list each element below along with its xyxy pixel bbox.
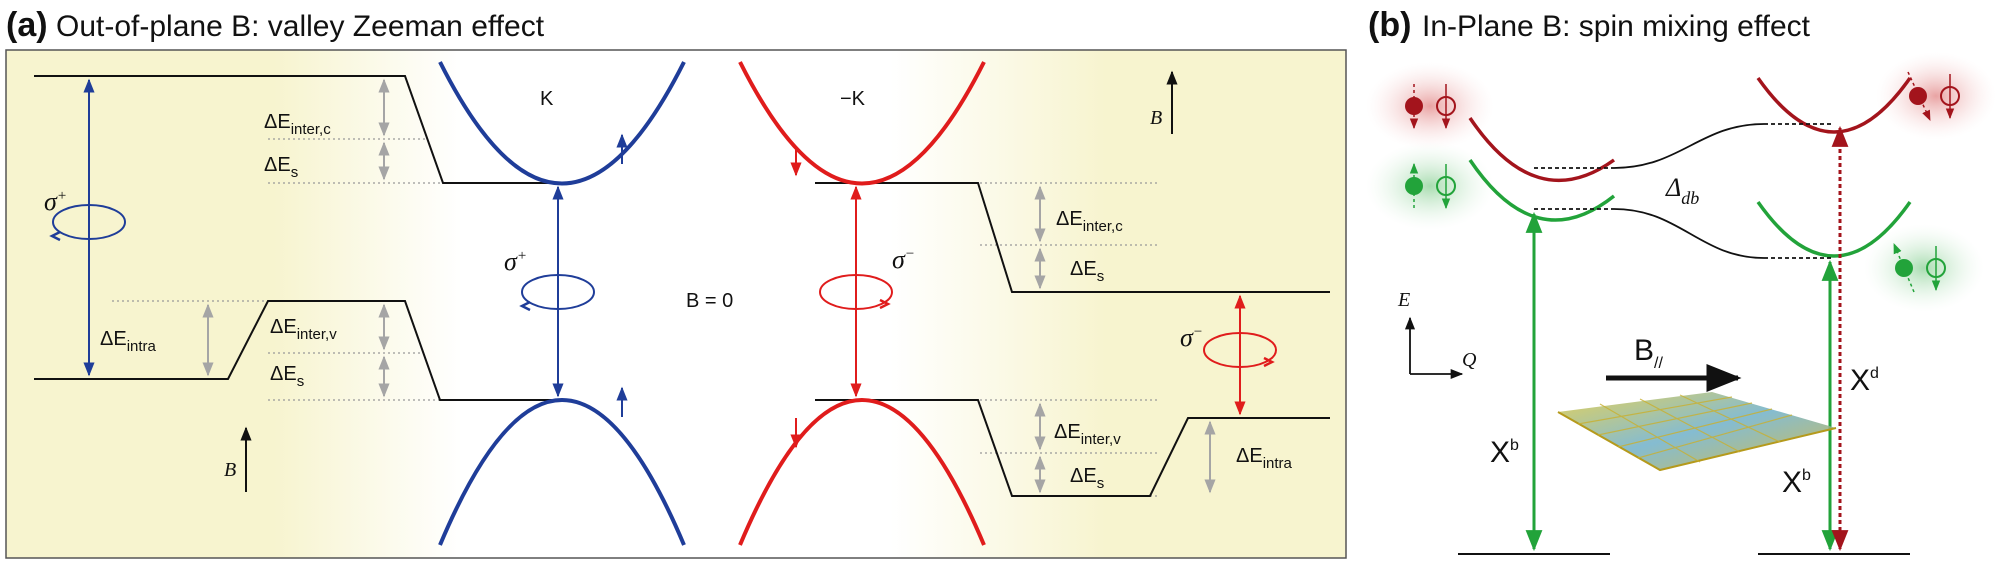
valley-neg-k-label: −K xyxy=(840,88,866,110)
bright-state-glow-left xyxy=(1366,142,1494,230)
panel-a-tag: (a) xyxy=(6,6,48,44)
dark-band-left xyxy=(1468,117,1616,183)
dark-exciton-label-right: Xd xyxy=(1850,364,1879,397)
neg-k-valence-band xyxy=(738,398,986,546)
b-field-label-right: B xyxy=(1150,107,1162,129)
bright-exciton-label-right: Xb xyxy=(1782,466,1811,499)
label-delta-e-inter-c-left: ΔEinter,c xyxy=(264,111,331,138)
spin-pair-icon-dark-right xyxy=(1907,71,1960,121)
delta-db-label: Δdb xyxy=(1665,173,1699,208)
panel-b-title: In-Plane B: spin mixing effect xyxy=(1422,10,1811,43)
dark-state-glow-left xyxy=(1366,62,1494,150)
spin-pair-icon-bright-right xyxy=(1893,243,1946,293)
circular-polarization-icon-left xyxy=(49,204,126,242)
level-connectors xyxy=(1534,123,1834,259)
circular-polarization-icon-right xyxy=(1203,332,1277,368)
band-edges xyxy=(34,75,1330,497)
b-field-label-left: B xyxy=(224,459,236,481)
label-delta-e-s-left-cb: ΔEs xyxy=(264,154,298,181)
label-delta-e-s-right-cb: ΔEs xyxy=(1070,258,1104,285)
label-delta-e-s-left-vb: ΔEs xyxy=(270,363,304,390)
k-valence-band xyxy=(438,398,686,546)
label-delta-e-s-right-vb: ΔEs xyxy=(1070,465,1104,492)
sigma-plus-left: σ+ xyxy=(44,187,67,216)
label-delta-e-intra-left: ΔEintra xyxy=(100,328,157,355)
panel-b: (b) In-Plane B: spin mixing effect xyxy=(1366,6,1996,555)
gray-splitting-arrows xyxy=(202,78,1216,494)
panel-a-background xyxy=(5,49,1347,559)
circular-polarization-icon-negk xyxy=(819,274,893,310)
in-plane-field-label: B// xyxy=(1634,334,1663,372)
label-delta-e-inter-v-right: ΔEinter,v xyxy=(1054,421,1121,448)
energy-axis-label: E xyxy=(1397,289,1410,311)
bright-exciton-label-left: Xb xyxy=(1490,436,1519,469)
circular-polarization-icon-k xyxy=(519,274,595,312)
spin-pair-icon-dark-left xyxy=(1405,84,1456,130)
panel-a-title: Out-of-plane B: valley Zeeman effect xyxy=(56,10,545,43)
label-delta-e-intra-right: ΔEintra xyxy=(1236,445,1293,472)
sigma-plus-k: σ+ xyxy=(504,247,527,276)
sigma-minus-right: σ− xyxy=(1180,323,1203,352)
label-delta-e-inter-c-right: ΔEinter,c xyxy=(1056,208,1123,235)
k-conduction-band xyxy=(438,61,686,186)
neg-k-conduction-band xyxy=(738,61,986,186)
monolayer-crystal-image xyxy=(1557,392,1837,472)
bright-state-glow-right xyxy=(1864,224,1984,312)
spin-pair-icon-bright-left xyxy=(1405,162,1456,210)
zero-field-label: B = 0 xyxy=(686,290,733,312)
dark-state-glow-right xyxy=(1876,52,1996,140)
sigma-minus-negk: σ− xyxy=(892,245,915,274)
panel-b-tag: (b) xyxy=(1368,6,1411,44)
panel-a: (a) Out-of-plane B: valley Zeeman effect xyxy=(5,6,1347,559)
label-delta-e-inter-v-left: ΔEinter,v xyxy=(270,316,337,343)
valley-k-label: K xyxy=(540,88,554,110)
momentum-axis-label: Q xyxy=(1462,349,1477,371)
